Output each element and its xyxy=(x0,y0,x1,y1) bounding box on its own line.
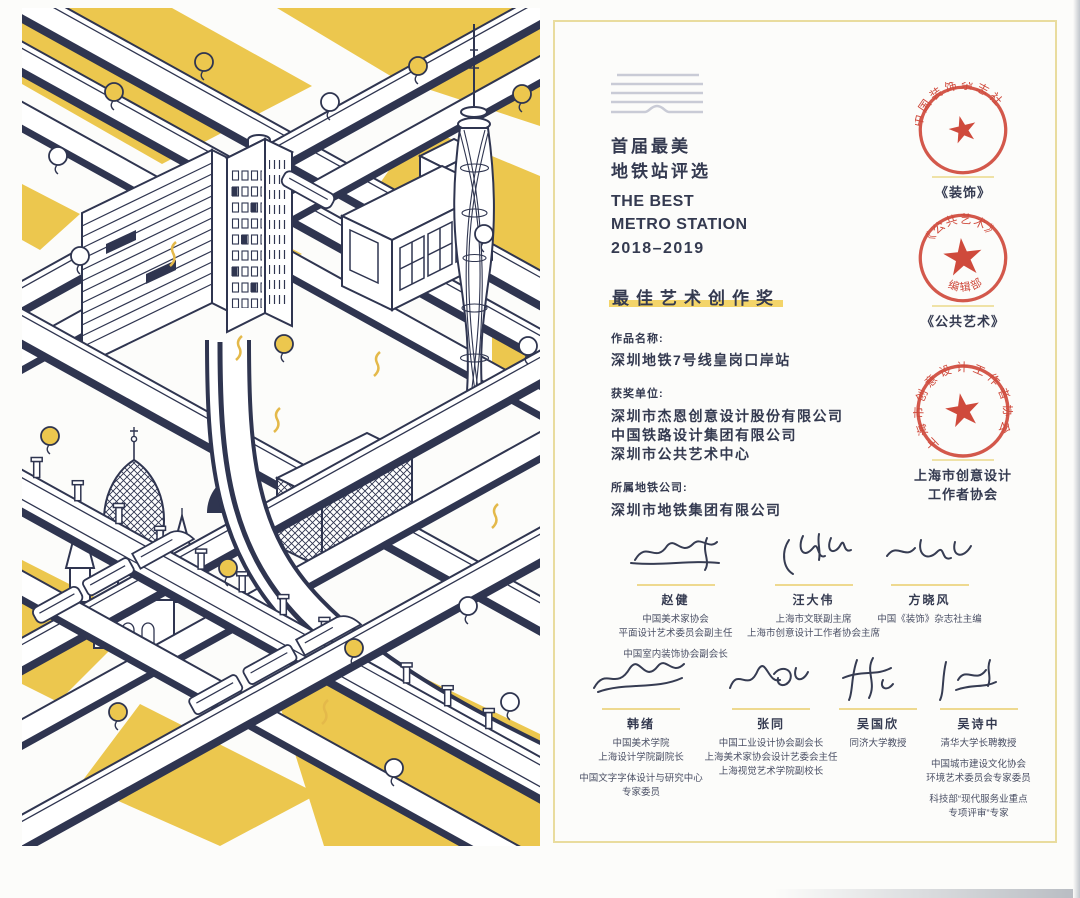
field-label-work-name: 作品名称: xyxy=(611,333,664,345)
signature-underline xyxy=(839,708,917,710)
seal-shanghai-creative-design: 上海市创意设计工作者协会 xyxy=(913,361,1013,458)
signatory-titles: 中国工业设计协会副会长 上海美术家协会设计艺委会主任 上海视觉艺术学院副校长 xyxy=(695,737,847,779)
title-line: 中国美术家协会 xyxy=(642,614,709,625)
seal-caption-public-art: 《公共艺术》 xyxy=(920,314,1005,329)
title-line: 清华大学长聘教授 xyxy=(940,738,1017,749)
signatory-name: 赵健 xyxy=(661,593,690,607)
title-line: 同济大学教授 xyxy=(849,738,907,749)
signature-han-xu xyxy=(593,662,685,693)
certificate-frame: 首届最美 地铁站评选 THE BEST METRO STATION 2018–2… xyxy=(553,20,1057,843)
signature-zhang-tong xyxy=(729,665,809,689)
field-value-winner-1: 深圳市杰恩创意设计股份有限公司 xyxy=(611,408,844,424)
field-value-metro-company: 深圳市地铁集团有限公司 xyxy=(611,502,782,518)
high-speed-train xyxy=(188,615,363,716)
title-line: 上海美术家协会设计艺委会主任 xyxy=(704,752,838,763)
lines-wave-logo-icon xyxy=(611,73,703,114)
signatory-name: 吴国欣 xyxy=(856,717,899,731)
signatory-wu-shizhong: 吴诗中 清华大学长聘教授 中国城市建设文化协会 环境艺术委员会专家委员 科技部“… xyxy=(901,654,1056,828)
star-icon xyxy=(948,116,976,144)
signature-underline xyxy=(774,584,853,586)
signatory-name: 韩绪 xyxy=(626,717,655,731)
confetti xyxy=(169,241,499,725)
signatory-name: 张同 xyxy=(756,717,785,731)
title-line: 中国工业设计协会副会长 xyxy=(718,738,824,749)
signatory-han-xu: 韩绪 中国美术学院 上海设计学院副院长 中国文字字体设计与研究中心 专家委员 xyxy=(565,654,717,807)
signatory-wu-guoxin: 吴国欣 同济大学教授 xyxy=(803,654,953,758)
scan-edge-shadow-right xyxy=(1073,0,1080,898)
title-line: 中国城市建设文化协会 xyxy=(930,759,1026,770)
svg-text:编辑部: 编辑部 xyxy=(945,273,986,295)
signature-wang-dawei xyxy=(782,533,852,575)
signatory-zhang-tong: 张同 中国工业设计协会副会长 上海美术家协会设计艺委会主任 上海视觉艺术学院副校… xyxy=(695,654,847,786)
elevated-track xyxy=(22,527,540,846)
title-line: 上海市文联副主席 xyxy=(775,614,852,625)
seal-caption-zhuangshi: 《装饰》 xyxy=(934,185,991,200)
title-en-line1: THE BEST xyxy=(611,193,695,210)
signature-wu-guoxin xyxy=(842,657,894,701)
signatory-titles: 中国美术学院 上海设计学院副院长 中国文字字体设计与研究中心 专家委员 xyxy=(565,737,717,800)
signatory-titles: 同济大学教授 xyxy=(803,737,953,751)
signatory-titles: 中国《装饰》杂志社主编 xyxy=(847,613,1012,627)
signatory-name: 汪大伟 xyxy=(792,593,835,607)
metro-train-top xyxy=(280,170,336,210)
signature-underline xyxy=(732,708,810,710)
seal-divider xyxy=(932,459,994,461)
skyscraper xyxy=(224,134,295,334)
title-line: 专项评审”专家 xyxy=(948,808,1009,819)
edition-years: 2018–2019 xyxy=(611,240,705,257)
signature-underline xyxy=(636,584,715,586)
signatory-name: 方晓风 xyxy=(908,593,951,607)
louver-building xyxy=(81,148,235,368)
title-line: 中国《装饰》杂志社主编 xyxy=(877,614,982,625)
signatory-titles: 上海市文联副主席 上海市创意设计工作者协会主席 xyxy=(731,613,896,641)
title-line: 科技部“现代服务业重点 xyxy=(929,794,1028,805)
signatory-name: 吴诗中 xyxy=(957,717,1000,731)
signature-underline xyxy=(602,708,680,710)
signature-fang-xiaofeng xyxy=(885,539,972,560)
signature-underline xyxy=(939,708,1018,710)
signatory-zhao-jian: 赵健 中国美术家协会 平面设计艺术委员会副主任 中国室内装饰协会副会长 xyxy=(593,530,758,669)
field-label-metro-company: 所属地铁公司: xyxy=(611,482,688,494)
balloons xyxy=(40,52,538,787)
title-line: 环境艺术委员会专家委员 xyxy=(926,773,1031,784)
title-line: 上海视觉艺术学院副校长 xyxy=(718,766,824,777)
seal-caption-shanghai-line1: 上海市创意设计 xyxy=(913,468,1012,483)
title-cn-line2: 地铁站评选 xyxy=(611,162,711,181)
title-line: 中国文字字体设计与研究中心 xyxy=(579,773,703,784)
field-value-winner-2: 中国铁路设计集团有限公司 xyxy=(611,427,797,443)
seal-public-art: 《公共艺术》 编辑部 xyxy=(918,210,1008,303)
metro-city-illustration xyxy=(22,8,540,846)
signatory-fang-xiaofeng: 方晓风 中国《装饰》杂志社主编 xyxy=(847,530,1012,634)
field-label-winners: 获奖单位: xyxy=(611,388,664,400)
field-value-work-name: 深圳地铁7号线皇岗口岸站 xyxy=(611,352,791,368)
seal-divider xyxy=(932,305,994,307)
title-line: 上海市创意设计工作者协会主席 xyxy=(746,628,880,639)
elevated-track xyxy=(22,478,540,846)
title-line: 平面设计艺术委员会副主任 xyxy=(618,628,733,639)
signatory-titles: 中国美术家协会 平面设计艺术委员会副主任 中国室内装饰协会副会长 xyxy=(593,613,758,662)
seal-zhuangshi-magazine: 中国装饰杂志社 xyxy=(915,82,1009,175)
seal-caption-shanghai-line2: 工作者协会 xyxy=(927,487,998,502)
seal-ring-bottom-text: 编辑部 xyxy=(945,273,986,295)
title-cn-line1: 首届最美 xyxy=(611,137,691,156)
signatory-wang-dawei: 汪大伟 上海市文联副主席 上海市创意设计工作者协会主席 xyxy=(731,530,896,648)
signature-wu-shizhong xyxy=(938,659,997,701)
title-line: 上海设计学院副院长 xyxy=(598,752,684,763)
signatory-titles: 清华大学长聘教授 中国城市建设文化协会 环境艺术委员会专家委员 科技部“现代服务… xyxy=(901,737,1056,821)
award-title: 最佳艺术创作奖 xyxy=(609,289,783,308)
signature-zhao-jian xyxy=(629,537,720,571)
field-value-winner-3: 深圳市公共艺术中心 xyxy=(611,446,751,462)
star-icon xyxy=(943,237,982,276)
seal-divider xyxy=(932,176,994,178)
star-icon xyxy=(945,393,979,428)
scan-edge-shadow-bottom xyxy=(773,889,1073,898)
signature-underline xyxy=(890,584,969,586)
title-line: 专家委员 xyxy=(621,787,660,798)
title-line: 中国室内装饰协会副会长 xyxy=(623,649,728,660)
metro-train xyxy=(32,530,196,624)
award-title-wrap: 最佳艺术创作奖 xyxy=(609,284,783,309)
title-line: 中国美术学院 xyxy=(612,738,670,749)
title-en-line2: METRO STATION xyxy=(611,216,748,233)
